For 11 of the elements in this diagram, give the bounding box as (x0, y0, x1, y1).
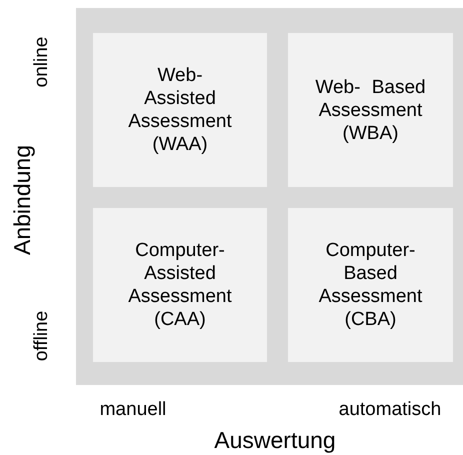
axis-tick-label: offline (31, 310, 53, 362)
quadrant-box: Computer- Assisted Assessment (CAA) (93, 208, 267, 362)
quadrant-box: Web- Based Assessment (WBA) (288, 33, 453, 187)
axis-title: Auswertung (214, 427, 336, 453)
axis-title: Anbindung (9, 145, 35, 255)
quadrant-background (76, 8, 463, 385)
quadrant-box: Computer- Based Assessment (CBA) (288, 208, 453, 362)
axis-tick-label: online (31, 36, 53, 88)
axis-tick-label: manuell (100, 399, 166, 421)
quadrant-box: Web- Assisted Assessment (WAA) (93, 33, 267, 187)
axis-tick-label: automatisch (338, 399, 442, 421)
